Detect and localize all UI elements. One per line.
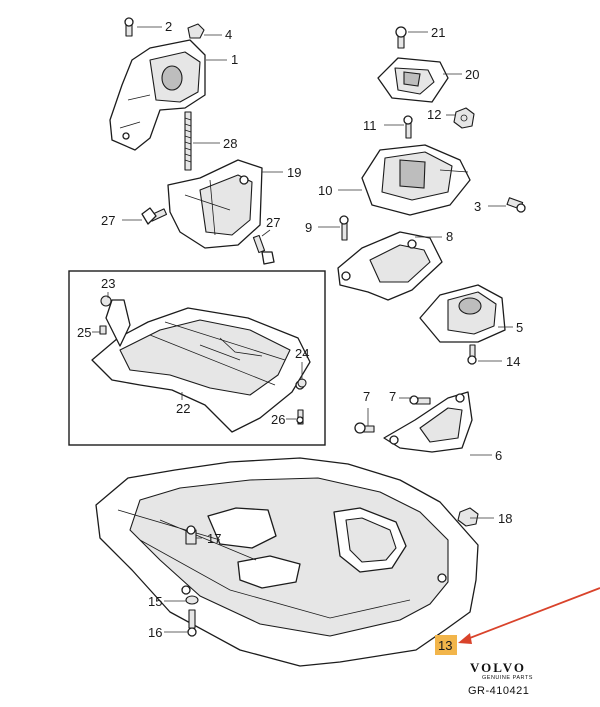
bolt-part-24 (297, 378, 307, 388)
callout-2: 2 (165, 19, 172, 34)
callout-14: 14 (506, 354, 520, 369)
callout-labels: 1 2 3 4 5 6 7 7 8 9 10 11 12 13 14 15 16… (77, 19, 523, 653)
callout-26: 26 (271, 412, 285, 427)
callout-3: 3 (474, 199, 481, 214)
bolt-part-26 (296, 409, 304, 425)
bracket-part-8 (337, 231, 443, 301)
leader-lines (92, 26, 513, 633)
callout-4: 4 (225, 27, 232, 42)
bolt-part-7-upper (409, 395, 431, 405)
engine-mount-part-1 (109, 17, 206, 151)
callout-12: 12 (427, 107, 441, 122)
bracket-part-6 (383, 391, 473, 453)
callout-13: 13 (438, 638, 452, 653)
stud-part-28 (184, 111, 192, 171)
bolt-part-16 (187, 609, 197, 637)
washer-part-15 (185, 595, 199, 605)
callout-20: 20 (465, 67, 479, 82)
bolt-part-7-lower (354, 422, 375, 434)
brand-name: VOLVO (470, 660, 526, 675)
clip-part-17 (185, 525, 197, 545)
subframe-inset-frame (68, 270, 326, 446)
bolt-part-14 (467, 344, 477, 365)
red-arrow-icon (461, 587, 600, 642)
callout-27b: 27 (266, 215, 280, 230)
bracket-part-19 (167, 159, 263, 249)
subframe-part-22 (91, 299, 311, 433)
callout-22: 22 (176, 401, 190, 416)
callout-7b: 7 (389, 389, 396, 404)
callout-7a: 7 (363, 389, 370, 404)
callout-28: 28 (223, 136, 237, 151)
callout-23: 23 (101, 276, 115, 291)
bolt-part-23 (100, 295, 112, 307)
callout-15: 15 (148, 594, 162, 609)
callout-27a: 27 (101, 213, 115, 228)
callout-5: 5 (516, 320, 523, 335)
callout-9: 9 (305, 220, 312, 235)
mount-part-20 (377, 57, 449, 103)
bolt-part-3 (506, 197, 526, 213)
callout-18: 18 (498, 511, 512, 526)
callout-6: 6 (495, 448, 502, 463)
callout-19: 19 (287, 165, 301, 180)
callout-21: 21 (431, 25, 445, 40)
bolt-part-21 (395, 26, 407, 49)
arrowhead-icon (458, 633, 472, 644)
brand-subtitle: GENUINE PARTS (482, 675, 533, 681)
bolt-part-27-right (252, 234, 275, 265)
bolt-part-27-left (141, 207, 168, 225)
reference-number: GR-410421 (468, 685, 529, 697)
bolt-part-9 (339, 215, 349, 241)
brand-logo: VOLVO GENUINE PARTS GR-410421 (468, 660, 533, 697)
callout-25: 25 (77, 325, 91, 340)
highlight-box (435, 635, 457, 655)
nut-part-12 (453, 107, 475, 129)
callout-1: 1 (231, 52, 238, 67)
bolt-part-25 (99, 325, 107, 335)
mount-part-5 (419, 284, 506, 343)
callout-16: 16 (148, 625, 162, 640)
callout-17: 17 (207, 531, 221, 546)
callout-11: 11 (363, 118, 377, 133)
mount-part-10 (361, 144, 471, 216)
callout-10: 10 (318, 183, 332, 198)
nut-part-18 (457, 507, 479, 527)
bolt-part-11 (403, 115, 413, 139)
callout-8: 8 (446, 229, 453, 244)
callout-24: 24 (295, 346, 309, 361)
